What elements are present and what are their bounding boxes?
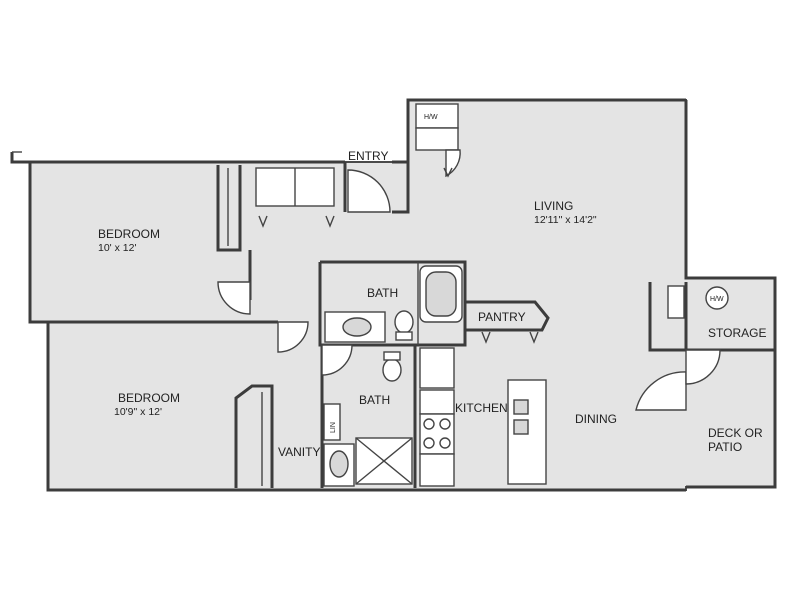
doors: [217, 149, 721, 411]
burner-1: [423, 418, 435, 430]
linen-closet: [323, 403, 341, 441]
kitchen-counter-low: [419, 453, 455, 487]
hw-closet-top: [415, 103, 459, 129]
door-deck: [635, 371, 687, 411]
bath1-toilet: [394, 310, 414, 334]
floor-areas: [29, 99, 776, 491]
wall-bed1-closet: [216, 165, 242, 252]
wall-entry-top: [392, 98, 686, 164]
door-storage: [685, 349, 721, 385]
labels: ENTRY LIVING 12'11" x 14'2" BEDROOM 10' …: [98, 114, 766, 459]
fridge: [419, 347, 455, 389]
vanity-sink: [329, 450, 349, 478]
hw-storage-label: H/W: [710, 296, 724, 303]
linen-label: LIN: [330, 422, 337, 433]
burner-4: [439, 437, 451, 449]
entry-label: ENTRY: [348, 149, 388, 163]
pantry-label: PANTRY: [478, 310, 526, 324]
shower-x2: [355, 437, 413, 485]
island-sink-1: [513, 399, 529, 415]
hanger-1: [258, 215, 268, 228]
bedroom1-label: BEDROOM: [98, 227, 160, 241]
bedroom2-dims: 10'9" x 12': [114, 406, 162, 418]
kitchen-label: KITCHEN: [455, 401, 508, 415]
hanger-4: [481, 331, 491, 344]
deck-label-line2: PATIO: [708, 440, 742, 454]
burner-3: [423, 437, 435, 449]
hanger-2: [325, 215, 335, 228]
door-entry: [347, 169, 391, 213]
bath2-toilet: [382, 358, 402, 382]
hw-top-label: H/W: [424, 114, 438, 121]
living-label: LIVING: [534, 199, 573, 213]
door-bedroom1: [217, 281, 251, 315]
wall-storage: [648, 282, 688, 352]
bath2-toilet-tank: [383, 351, 401, 361]
dining-label: DINING: [575, 412, 617, 426]
bedroom2-label: BEDROOM: [118, 391, 180, 405]
door-bath2: [321, 344, 353, 376]
interior-walls: [48, 103, 775, 488]
bath1-label: BATH: [367, 286, 398, 300]
wall-bed2-closet: [234, 384, 274, 488]
burner-2: [439, 418, 451, 430]
hanger-5: [529, 331, 539, 344]
wall-entry-right: [392, 162, 410, 214]
vanity-label: VANITY: [278, 445, 320, 459]
bath1-sink: [342, 317, 372, 337]
bath2-label: BATH: [359, 393, 390, 407]
door-hw: [445, 149, 461, 178]
storage-label: STORAGE: [708, 326, 766, 340]
storage-shelf: [667, 285, 685, 319]
floor-main: [29, 99, 776, 491]
wall-pantry: [465, 300, 550, 332]
hw-closet-lower: [415, 127, 459, 151]
wall-right-upper: [684, 100, 777, 489]
wall-bath1: [318, 260, 467, 347]
closet-marks: [258, 167, 539, 344]
tub-basin: [425, 271, 457, 317]
door-bath1: [277, 321, 309, 353]
living-dims: 12'11" x 14'2": [534, 214, 597, 226]
island-sink-2: [513, 419, 529, 435]
hanger-3: [443, 167, 453, 178]
bedroom1-dims: 10' x 12': [98, 242, 136, 254]
bath1-toilet-tank: [395, 331, 413, 341]
wall-top-left: [10, 152, 345, 164]
kitchen-counter: [419, 389, 455, 415]
deck-label-line1: DECK OR: [708, 426, 763, 440]
storage-hw-tank: [705, 286, 729, 310]
